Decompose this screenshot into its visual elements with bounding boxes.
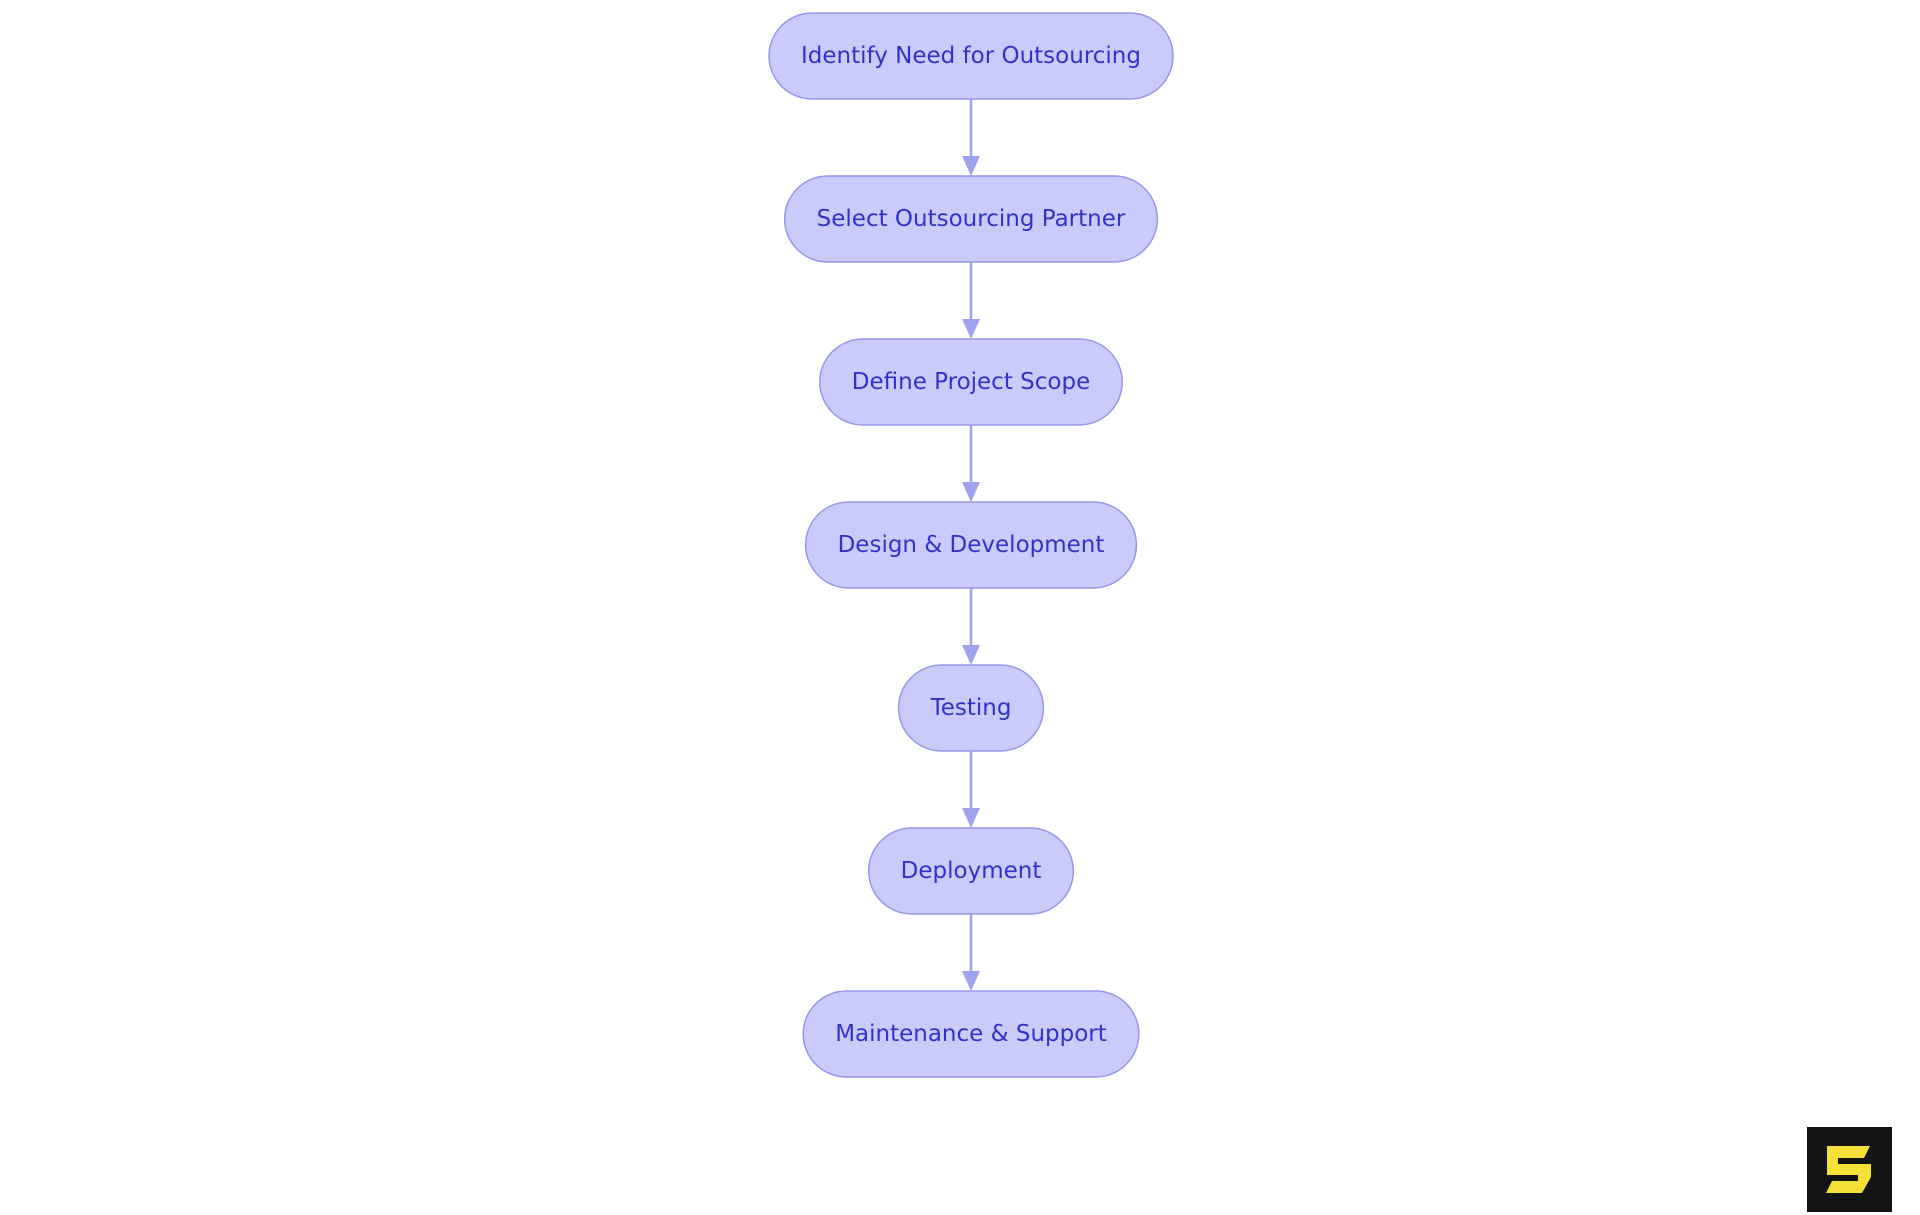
edge-deployment-to-maintenance <box>962 914 980 991</box>
node-label: Select Outsourcing Partner <box>817 206 1126 232</box>
node-label: Testing <box>930 695 1012 721</box>
node-shape <box>867 827 1075 915</box>
arrowhead <box>962 319 980 339</box>
node-label: Define Project Scope <box>852 369 1090 395</box>
arrowhead <box>962 971 980 991</box>
node-deployment: Deployment <box>867 827 1075 915</box>
node-label: Maintenance & Support <box>835 1021 1107 1047</box>
node-identify: Identify Need for Outsourcing <box>768 12 1174 100</box>
node-shape <box>804 501 1138 589</box>
node-label: Identify Need for Outsourcing <box>801 43 1141 69</box>
edges-layer <box>962 99 980 991</box>
node-shape <box>768 12 1174 100</box>
node-shape <box>802 990 1140 1078</box>
node-label: Deployment <box>901 858 1042 884</box>
node-testing: Testing <box>897 664 1045 752</box>
arrowhead <box>962 156 980 176</box>
node-define: Define Project Scope <box>819 338 1123 426</box>
edge-testing-to-deployment <box>962 751 980 828</box>
arrowhead <box>962 482 980 502</box>
edge-select-to-define <box>962 262 980 339</box>
edge-design-to-testing <box>962 588 980 665</box>
node-label: Design & Development <box>838 532 1105 558</box>
node-shape <box>783 175 1159 263</box>
edge-define-to-design <box>962 425 980 502</box>
s-logo-icon <box>1826 1146 1871 1193</box>
node-shape <box>897 664 1045 752</box>
arrowhead <box>962 808 980 828</box>
node-shape <box>819 338 1123 426</box>
node-select: Select Outsourcing Partner <box>783 175 1159 263</box>
edge-identify-to-select <box>962 99 980 176</box>
node-design: Design & Development <box>804 501 1138 589</box>
node-maintenance: Maintenance & Support <box>802 990 1140 1078</box>
arrowhead <box>962 645 980 665</box>
brand-logo <box>1807 1127 1892 1212</box>
